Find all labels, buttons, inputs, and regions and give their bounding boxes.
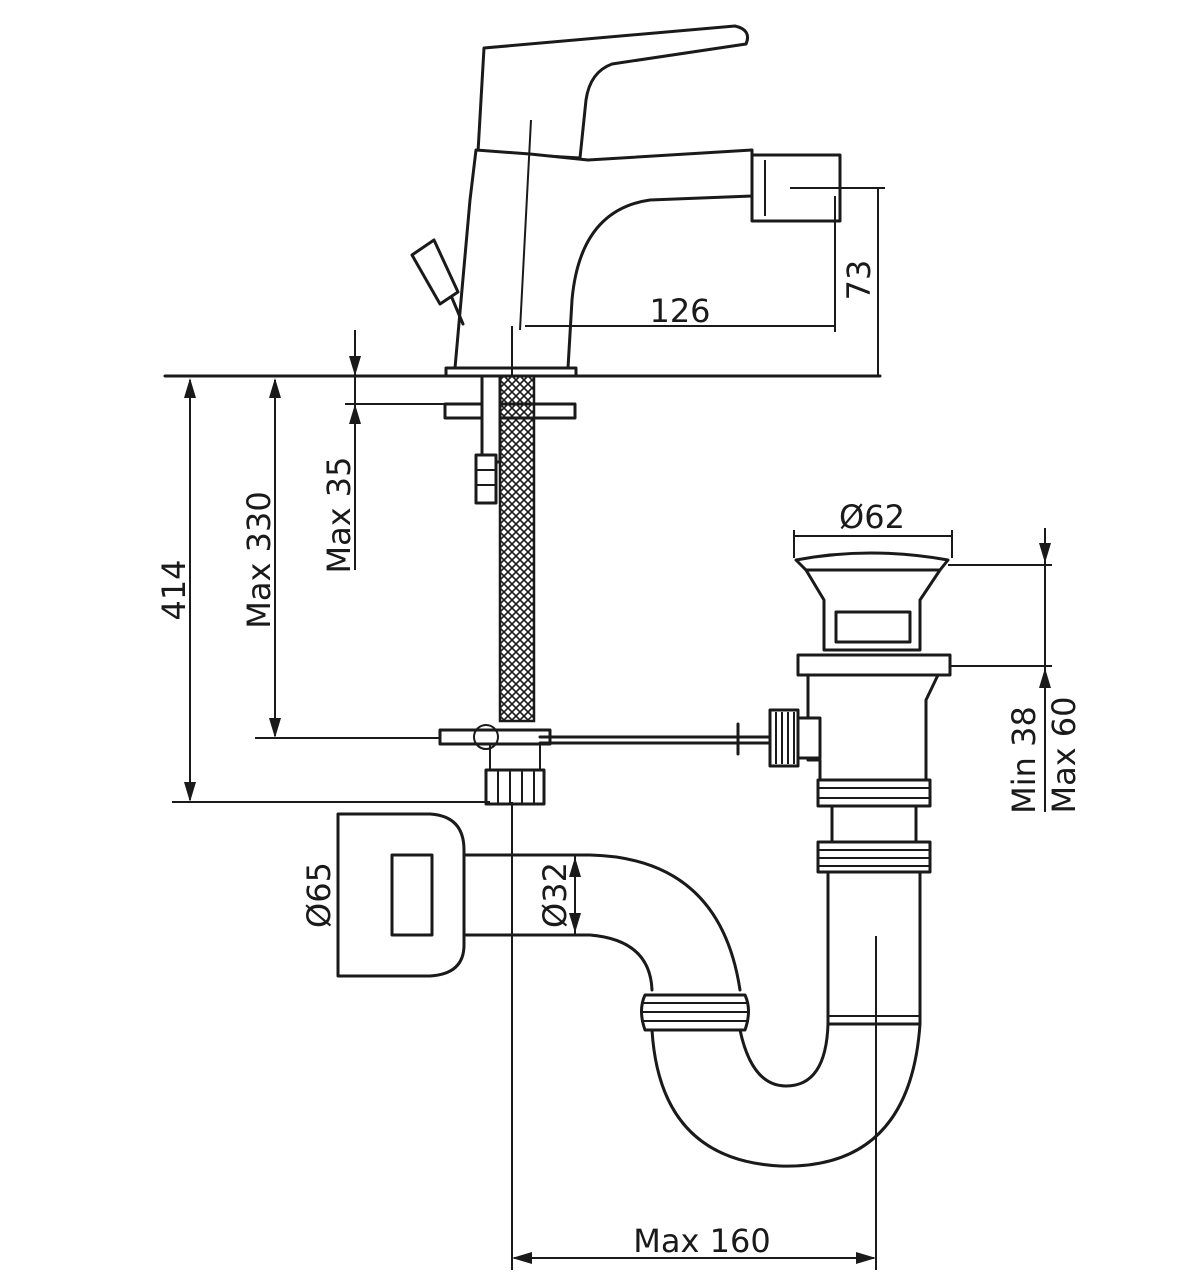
dim-label-max-60: Max 60 xyxy=(1045,696,1083,813)
dim-label-max-160: Max 160 xyxy=(633,1222,770,1260)
deck-mounting xyxy=(163,374,882,806)
flexible-hose xyxy=(498,374,536,723)
lever-handle xyxy=(476,24,750,160)
body-column xyxy=(453,148,754,370)
dim-label-max-330: Max 330 xyxy=(240,491,278,628)
pop-up-waste xyxy=(736,551,952,874)
dim-label-max-35: Max 35 xyxy=(320,456,358,573)
pop-up-rod xyxy=(538,735,772,745)
dim-label-d32: Ø32 xyxy=(536,862,574,928)
bottle-trap xyxy=(336,812,922,1168)
pop-up-plate xyxy=(438,728,552,746)
hose-fitting xyxy=(474,453,498,505)
dim-label-d62: Ø62 xyxy=(839,498,905,536)
compression-nut xyxy=(484,768,546,806)
u-bend xyxy=(650,1022,922,1168)
dim-label-d65: Ø65 xyxy=(300,862,338,928)
dimension-lines xyxy=(172,187,1052,1270)
pop-up-knob xyxy=(410,238,460,306)
waste-flange xyxy=(796,653,952,677)
dim-label-73: 73 xyxy=(840,260,878,301)
dim-label-min-38: Min 38 xyxy=(1005,706,1043,814)
dim-label-126: 126 xyxy=(649,292,710,330)
outlet-pipe xyxy=(464,853,742,992)
dim-label-414: 414 xyxy=(155,559,193,620)
mixer-body xyxy=(410,24,842,378)
